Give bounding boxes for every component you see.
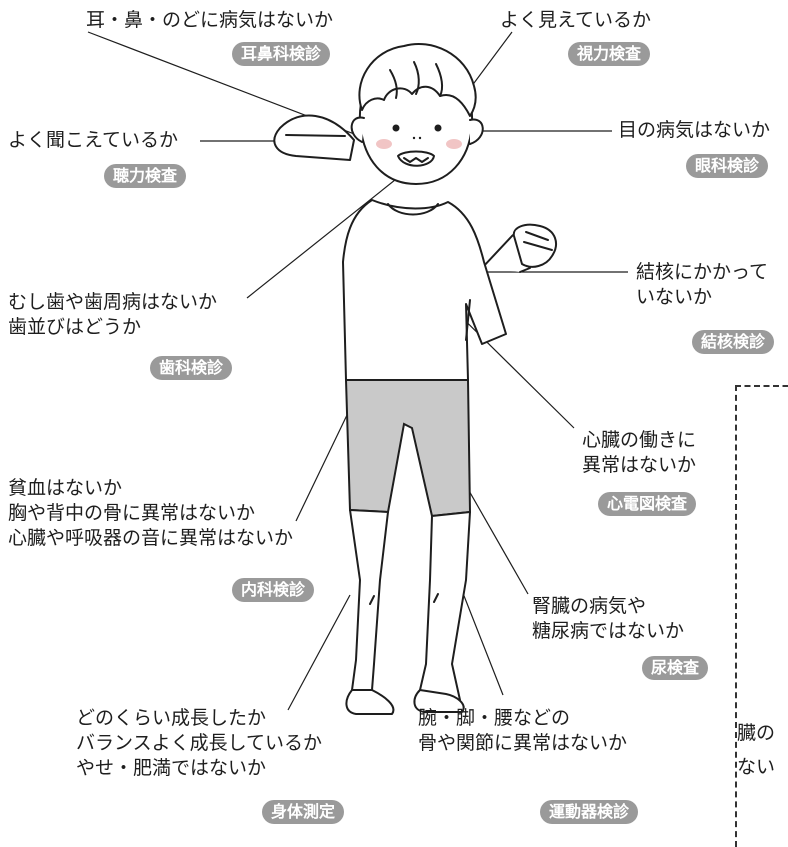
side-panel-frame	[735, 385, 788, 847]
ecg-line-1: 心臓の働きに	[582, 429, 697, 451]
dental-line-1: むし歯や歯周病はないか	[8, 291, 218, 313]
internal-line-1: 貧血はないか	[8, 477, 123, 499]
child-illustration	[87, 31, 628, 715]
ecg-badge: 心電図検査	[598, 492, 697, 516]
motor-text: 腕・脚・腰などの 骨や関節に異常はないか	[418, 706, 627, 756]
motor-badge: 運動器検診	[540, 800, 639, 824]
leader-body	[287, 594, 351, 711]
body-badge: 身体測定	[262, 800, 345, 824]
urine-line-1: 腎臓の病気や	[532, 595, 647, 617]
dental-text: むし歯や歯周病はないか 歯並びはどうか	[8, 290, 217, 340]
motor-line-2: 骨や関節に異常はないか	[418, 732, 628, 754]
leader-dental	[246, 167, 411, 299]
motor-line-1: 腕・脚・腰などの	[418, 707, 571, 729]
side-fragment-1: 臓の	[737, 722, 776, 744]
ecg-text: 心臓の働きに 異常はないか	[582, 428, 696, 478]
eye-text: 目の病気はないか	[618, 118, 770, 143]
ecg-line-2: 異常はないか	[582, 454, 697, 476]
child-figure	[273, 43, 557, 715]
hearing-line-1: よく聞こえているか	[8, 129, 179, 151]
internal-line-3: 心臓や呼吸器の音に異常はないか	[8, 527, 294, 549]
urine-badge: 尿検査	[642, 656, 709, 680]
vision-badge: 視力検査	[568, 42, 651, 66]
ent-text: 耳・鼻・のどに病気はないか	[86, 8, 333, 33]
internal-badge: 内科検診	[232, 578, 315, 602]
urine-line-2: 糖尿病ではないか	[532, 620, 685, 642]
body-text: どのくらい成長したか バランスよく成長しているか やせ・肥満ではないか	[76, 706, 322, 781]
dental-line-2: 歯並びはどうか	[8, 316, 142, 338]
urine-text: 腎臓の病気や 糖尿病ではないか	[532, 594, 684, 644]
ent-badge: 耳鼻科検診	[232, 42, 331, 66]
ent-line-1: 耳・鼻・のどに病気はないか	[86, 9, 334, 31]
eye-badge: 眼科検診	[686, 154, 769, 178]
hearing-badge: 聴力検査	[104, 164, 187, 188]
leader-motor	[456, 577, 504, 696]
eye-line-1: 目の病気はないか	[618, 119, 771, 141]
tb-text: 結核にかかって いないか	[636, 260, 768, 310]
tb-line-2: いないか	[636, 286, 713, 308]
vision-text: よく見えているか	[500, 8, 651, 33]
body-line-1: どのくらい成長したか	[76, 707, 267, 729]
vision-line-1: よく見えているか	[500, 9, 652, 31]
tb-line-1: 結核にかかって	[636, 261, 769, 283]
internal-line-2: 胸や背中の骨に異常はないか	[8, 502, 256, 524]
tb-badge: 結核検診	[692, 330, 775, 354]
body-line-2: バランスよく成長しているか	[76, 732, 323, 754]
body-line-3: やせ・肥満ではないか	[76, 757, 267, 779]
internal-text: 貧血はないか 胸や背中の骨に異常はないか 心臓や呼吸器の音に異常はないか	[8, 476, 293, 551]
dental-badge: 歯科検診	[150, 356, 233, 380]
hearing-text: よく聞こえているか	[8, 128, 178, 153]
side-fragment-2: ない	[737, 756, 776, 778]
